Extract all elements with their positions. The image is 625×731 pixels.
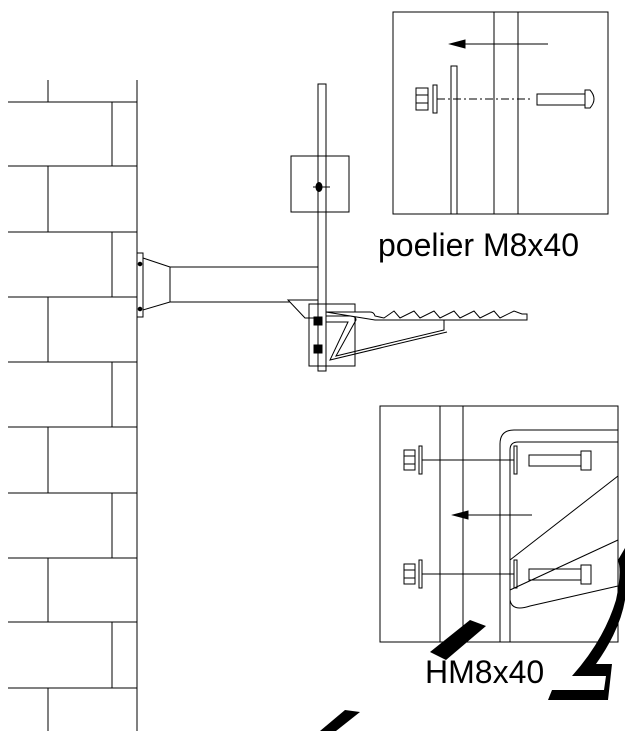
vertical-post	[317, 83, 327, 372]
bracket-profile-inner	[509, 441, 618, 642]
wall-plate-bolt	[137, 306, 143, 312]
hex-nut	[415, 87, 429, 111]
arrow-head-icon	[448, 39, 466, 49]
watermark-stroke	[548, 548, 625, 700]
plate-section	[450, 65, 458, 215]
lower-bolt-top	[313, 316, 323, 326]
watermark-stroke	[320, 710, 360, 731]
lower-detail-marker	[308, 303, 356, 367]
hex-bolt-head	[580, 564, 592, 585]
hex-nut	[403, 563, 416, 585]
bracket-assembly	[136, 83, 528, 372]
carriage-bolt-head	[584, 89, 595, 109]
strut-edge	[509, 475, 619, 561]
detail-frame-bottom	[379, 405, 619, 643]
strut-curve	[509, 585, 619, 609]
brick-wall	[8, 80, 138, 731]
hex-nut	[403, 449, 416, 471]
watermark-stroke	[430, 620, 486, 660]
carriage-bolt-label: poelier M8x40	[378, 227, 579, 263]
hex-bolt-head	[580, 450, 592, 471]
hex-bolt-detail	[379, 405, 619, 643]
wall-plate-bolt	[137, 261, 143, 267]
gusset	[286, 299, 319, 319]
support-strut-inner	[326, 321, 448, 361]
platform-tray	[325, 310, 528, 321]
watermark	[320, 548, 625, 731]
strut-edge	[509, 539, 619, 591]
carriage-bolt-detail	[392, 11, 609, 215]
washer	[513, 559, 518, 589]
hex-bolt-label: HM8x40	[425, 654, 544, 690]
washer	[513, 445, 518, 475]
arrow-head-icon	[451, 510, 469, 520]
lower-bolt-bottom	[313, 344, 323, 354]
bracket-profile	[499, 429, 618, 642]
upper-detail-marker	[290, 155, 350, 213]
detail-frame-top	[392, 11, 609, 215]
arm-flange	[142, 257, 171, 311]
